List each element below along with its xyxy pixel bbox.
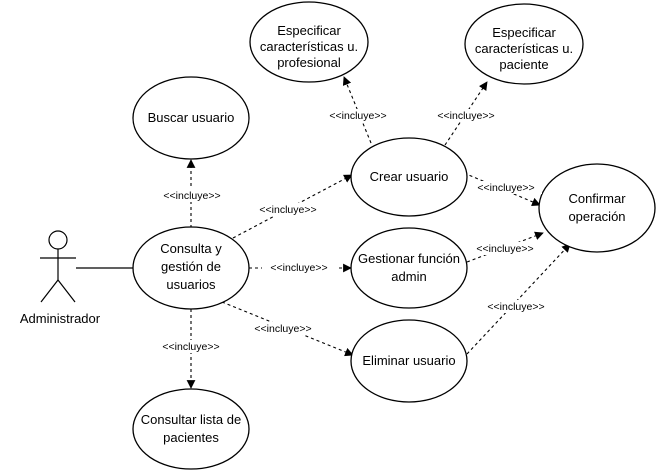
include-label-crear: <<incluye>> <box>253 203 323 216</box>
use-case-label-line-2: operación <box>568 209 625 224</box>
use-case-buscar-usuario: Buscar usuario <box>132 76 250 160</box>
use-case-label-line-1: Confirmar <box>568 191 626 206</box>
use-case-label-line-1: Consulta y <box>160 241 222 256</box>
include-label-confirmar-eliminar: <<incluye>> <box>480 300 552 313</box>
use-case-consultar-lista-pacientes: Consultar lista de pacientes <box>132 388 250 470</box>
use-case-label-line-1: Gestionar función <box>358 251 460 266</box>
include-confirmar-from-gestionar-arrow <box>466 231 544 263</box>
use-case-label: Buscar usuario <box>148 110 235 125</box>
include-label-text: <<incluye>> <box>259 204 316 216</box>
actor-right-leg <box>57 279 76 303</box>
use-case-confirmar-operacion: Confirmar operación <box>538 163 656 253</box>
actor-head <box>48 230 68 250</box>
include-label-espec-pac: <<incluye>> <box>430 109 502 122</box>
use-case-label: Crear usuario <box>370 169 449 184</box>
use-case-label-line-2: características u. <box>260 39 358 54</box>
include-label-espec-prof: <<incluye>> <box>322 109 394 122</box>
include-label-confirmar-crear: <<incluye>> <box>470 181 542 194</box>
use-case-label-line-1: Especificar <box>492 25 556 40</box>
include-label-consultar-lista: <<incluye>> <box>155 340 227 353</box>
use-case-label-line-3: profesional <box>277 55 341 70</box>
use-case-label-line-2: gestión de <box>161 259 221 274</box>
include-label-text: <<incluye>> <box>162 341 219 353</box>
actor-administrador: Administrador <box>20 230 101 326</box>
include-label-confirmar-gestionar: <<incluye>> <box>469 242 541 255</box>
use-case-label-line-3: usuarios <box>166 277 216 292</box>
use-case-consulta-gestion: Consulta y gestión de usuarios <box>132 226 250 310</box>
use-case-eliminar-usuario: Eliminar usuario <box>350 319 468 403</box>
include-label-text: <<incluye>> <box>437 110 494 122</box>
include-confirmar-from-eliminar-arrow <box>466 243 571 355</box>
include-label-text: <<incluye>> <box>476 243 533 255</box>
include-label-text: <<incluye>> <box>477 182 534 194</box>
use-case-label-line-2: admin <box>391 269 426 284</box>
include-label-text: <<incluye>> <box>254 323 311 335</box>
use-case-label-line-2: características u. <box>475 41 573 56</box>
include-label-text: <<incluye>> <box>329 110 386 122</box>
include-confirmar-from-crear-arrow <box>463 172 541 206</box>
include-label-text: <<incluye>> <box>270 262 327 274</box>
include-label-text: <<incluye>> <box>163 190 220 202</box>
include-labels: <<incluye>> <<incluye>> <<incluye>> <<in… <box>155 109 552 353</box>
actor-label: Administrador <box>20 311 101 326</box>
use-case-label-line-1: Especificar <box>277 23 341 38</box>
include-label-gestionar: <<incluye>> <box>262 261 336 274</box>
use-case-label-line-3: paciente <box>499 57 548 72</box>
use-case-label-line-1: Consultar lista de <box>141 412 241 427</box>
include-label-buscar: <<incluye>> <box>156 189 228 202</box>
use-case-gestionar-funcion-admin: Gestionar función admin <box>350 227 468 309</box>
use-case-crear-usuario: Crear usuario <box>350 137 468 217</box>
use-case-label: Eliminar usuario <box>362 353 455 368</box>
include-label-eliminar: <<incluye>> <box>247 322 319 335</box>
use-case-especificar-paciente: Especificar características u. paciente <box>464 3 584 85</box>
include-label-text: <<incluye>> <box>487 301 544 313</box>
use-case-especificar-profesional: Especificar características u. profesion… <box>249 1 369 83</box>
actor-left-leg <box>40 279 59 303</box>
use-case-label-line-2: pacientes <box>163 430 219 445</box>
